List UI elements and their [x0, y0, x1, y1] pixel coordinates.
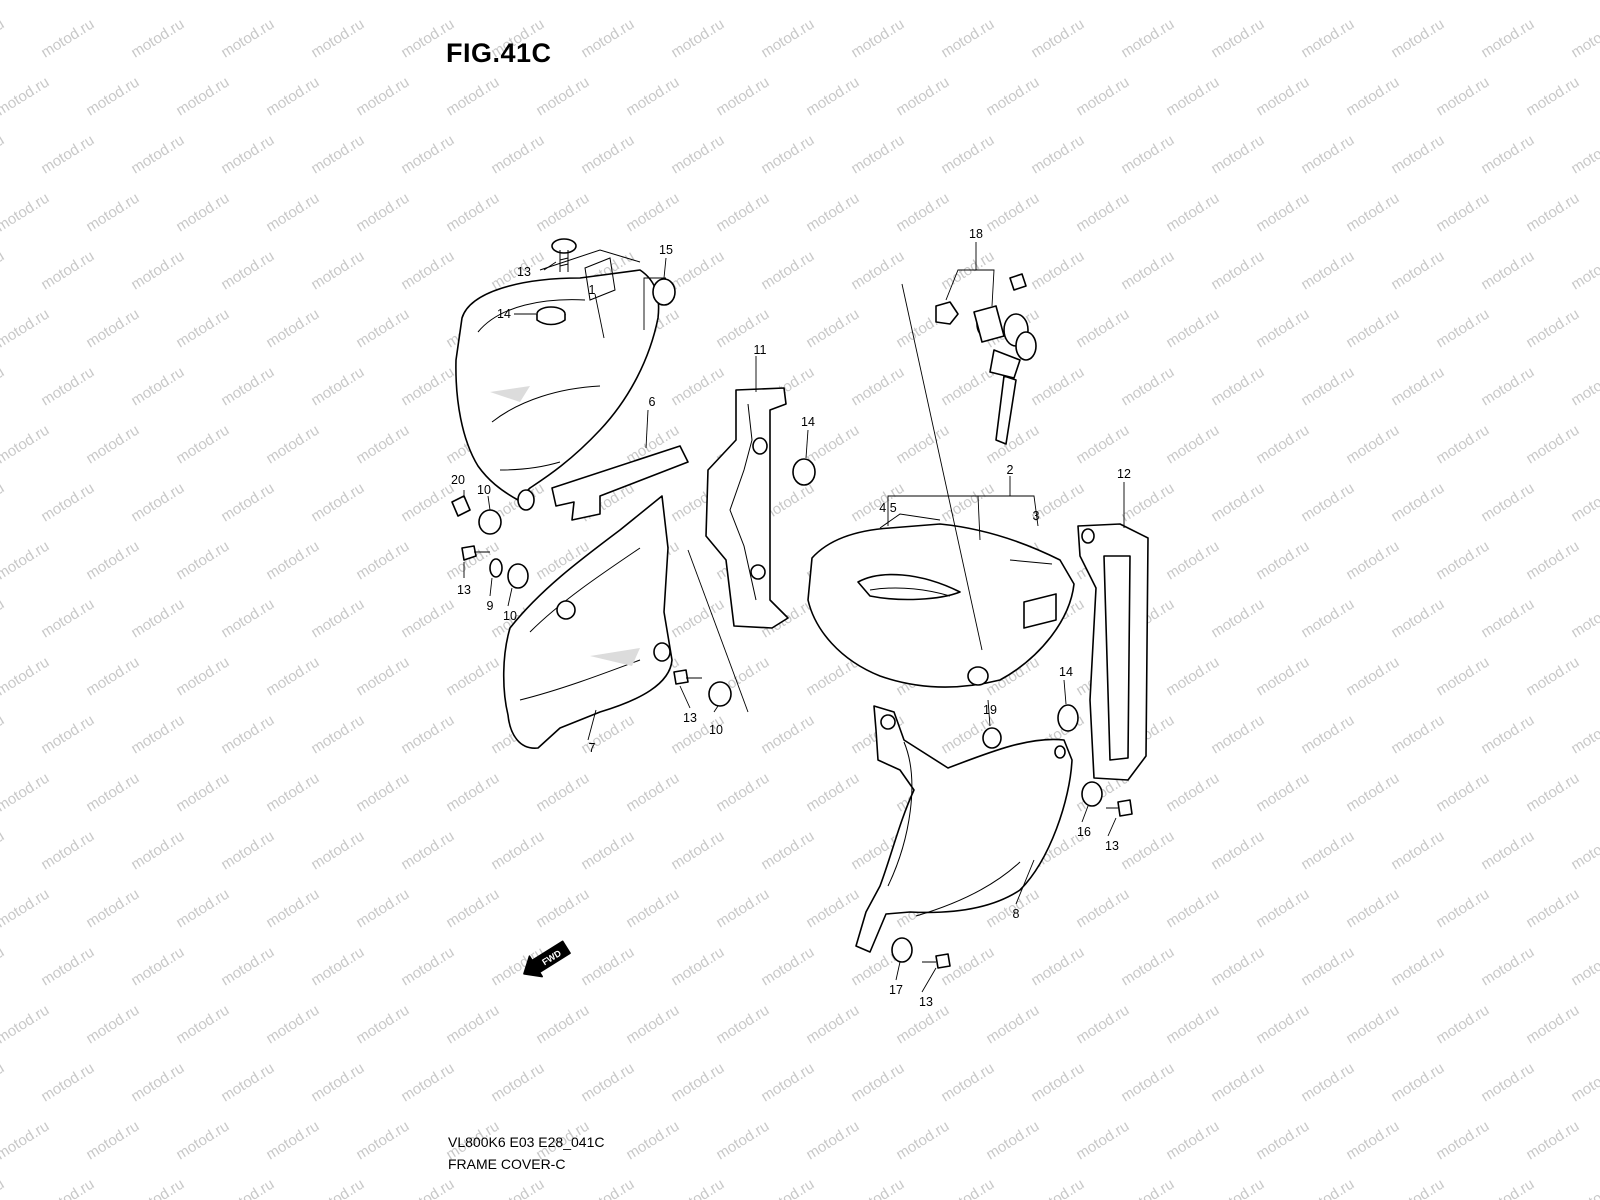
- part-8-frame-cover-lower-right[interactable]: [855, 705, 1073, 953]
- figure-title: FIG.41C: [446, 38, 552, 68]
- callout-8: 8: [1013, 907, 1020, 921]
- callout-13-a: 13: [517, 265, 531, 279]
- callout-13-c: 13: [683, 711, 697, 725]
- part-18-lock-set[interactable]: [935, 273, 1037, 445]
- part-2-frame-cover-right[interactable]: [807, 513, 1075, 688]
- part-12-bracket[interactable]: [1077, 523, 1149, 781]
- callout-16: 16: [1077, 825, 1091, 839]
- callout-12: 12: [1117, 467, 1131, 481]
- callout-10-c: 10: [709, 723, 723, 737]
- callout-3: 3: [1033, 509, 1040, 523]
- callout-10-a: 10: [477, 483, 491, 497]
- figure-code: VL800K6 E03 E28_041C: [448, 1134, 605, 1150]
- callout-13-d: 13: [1105, 839, 1119, 853]
- callout-1: 1: [589, 283, 596, 297]
- part-1-frame-cover-upper[interactable]: [455, 249, 660, 511]
- callout-17: 17: [889, 983, 903, 997]
- callout-20: 20: [451, 473, 465, 487]
- callout-19: 19: [983, 703, 997, 717]
- callout-4-5: 4 5: [879, 501, 896, 515]
- callout-labels: 1 2 3 4 5 6 7 8 9 10 10 10 11 12 13 13 1…: [451, 227, 1131, 1009]
- callout-14-b: 14: [801, 415, 815, 429]
- part-7-frame-cover-lower[interactable]: [502, 495, 673, 749]
- callout-18: 18: [969, 227, 983, 241]
- callout-15: 15: [659, 243, 673, 257]
- leader-lines: [463, 242, 1125, 993]
- callout-14-c: 14: [1059, 665, 1073, 679]
- callout-13-b: 13: [457, 583, 471, 597]
- callout-6: 6: [649, 395, 656, 409]
- callout-10-b: 10: [503, 609, 517, 623]
- callout-11: 11: [754, 343, 767, 357]
- fwd-arrow-icon: FWD: [523, 940, 571, 978]
- callout-7: 7: [589, 741, 596, 755]
- part-11-bracket[interactable]: [705, 387, 789, 629]
- callout-14-a: 14: [497, 307, 511, 321]
- figure-name: FRAME COVER-C: [448, 1156, 566, 1172]
- part-6-strip[interactable]: [551, 445, 689, 521]
- callout-13-e: 13: [919, 995, 933, 1009]
- callout-9: 9: [487, 599, 494, 613]
- fasteners: [451, 238, 1133, 969]
- callout-2: 2: [1007, 463, 1014, 477]
